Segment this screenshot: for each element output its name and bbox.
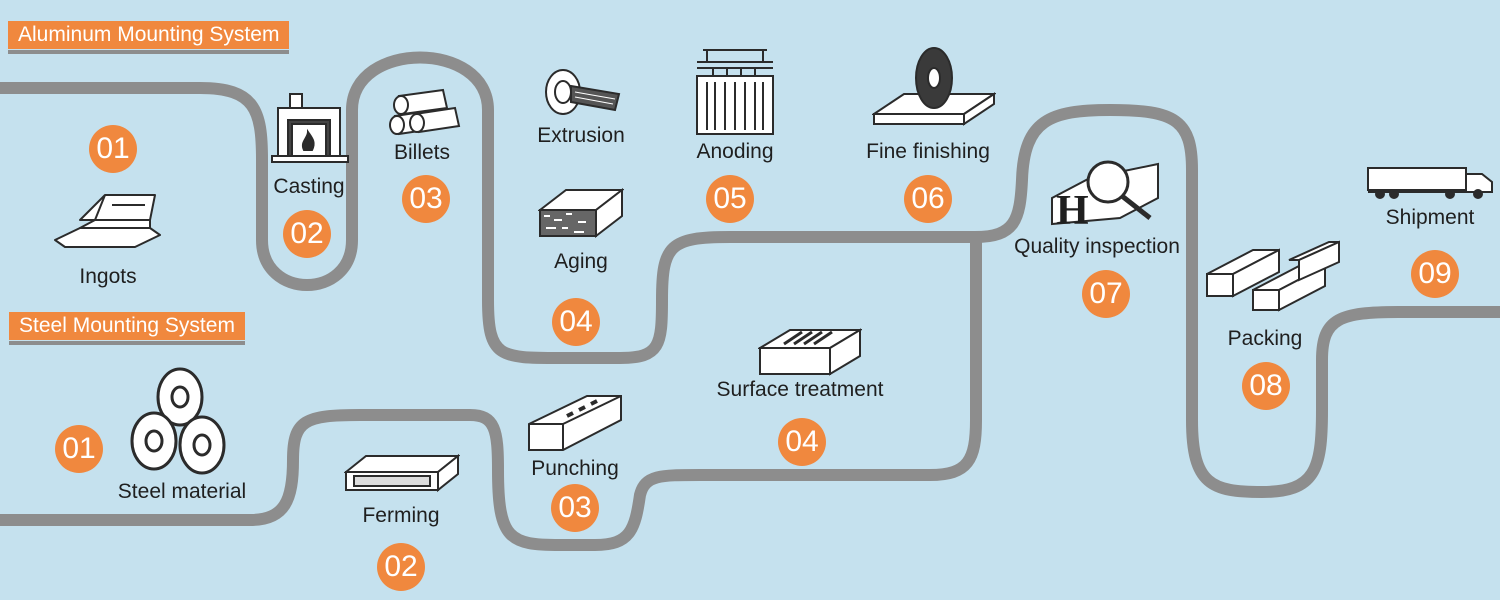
step-badge-aluminum-02: 02 bbox=[283, 210, 331, 258]
step-label-punching: Punching bbox=[531, 457, 619, 480]
treatment-tray-icon bbox=[758, 326, 862, 378]
aluminum-system-tag: Aluminum Mounting System bbox=[8, 21, 290, 54]
magnifier-inspection-icon: H bbox=[1050, 158, 1162, 230]
step-label-steel-material: Steel material bbox=[117, 480, 247, 503]
furnace-icon bbox=[270, 92, 350, 164]
billets-icon bbox=[385, 88, 465, 136]
step-badge-09: 09 bbox=[1411, 250, 1459, 298]
step-badge-07: 07 bbox=[1082, 270, 1130, 318]
step-badge-aluminum-04: 04 bbox=[552, 298, 600, 346]
step-badge-aluminum-01: 01 bbox=[89, 125, 137, 173]
truck-icon bbox=[1366, 166, 1496, 200]
step-label-ferming: Ferming bbox=[362, 504, 440, 527]
aluminum-flow-path bbox=[0, 51, 1500, 498]
step-label-shipment: Shipment bbox=[1385, 206, 1475, 229]
step-badge-08: 08 bbox=[1242, 362, 1290, 410]
step-badge-steel-02: 02 bbox=[377, 543, 425, 591]
steel-coils-icon bbox=[130, 365, 230, 477]
step-label-fine-finishing: Fine finishing bbox=[866, 140, 990, 163]
step-label-casting: Casting bbox=[273, 175, 345, 198]
step-badge-aluminum-03: 03 bbox=[402, 175, 450, 223]
aging-profile-icon bbox=[538, 188, 624, 240]
channel-forming-icon bbox=[344, 450, 460, 494]
steel-system-tag: Steel Mounting System bbox=[9, 312, 245, 345]
cutting-saw-icon bbox=[872, 46, 996, 130]
boxes-icon bbox=[1205, 240, 1341, 312]
anodizing-tank-icon bbox=[693, 48, 777, 136]
step-label-billets: Billets bbox=[393, 141, 451, 164]
step-badge-aluminum-06: 06 bbox=[904, 175, 952, 223]
step-label-ingots: Ingots bbox=[79, 265, 137, 288]
step-badge-aluminum-05: 05 bbox=[706, 175, 754, 223]
step-label-aging: Aging bbox=[554, 250, 608, 273]
step-badge-steel-03: 03 bbox=[551, 484, 599, 532]
punched-channel-icon bbox=[527, 394, 623, 452]
step-label-extrusion: Extrusion bbox=[537, 124, 625, 147]
step-badge-steel-04: 04 bbox=[778, 418, 826, 466]
ingots-icon bbox=[50, 190, 165, 255]
step-label-anoding: Anoding bbox=[696, 140, 774, 163]
step-label-surface-treatment: Surface treatment bbox=[716, 378, 884, 401]
extrusion-press-icon bbox=[543, 66, 623, 118]
svg-text:H: H bbox=[1056, 188, 1089, 230]
step-label-packing: Packing bbox=[1227, 327, 1303, 350]
steel-flow-path bbox=[0, 231, 982, 551]
step-label-quality-inspection: Quality inspection bbox=[1014, 235, 1180, 258]
step-badge-steel-01: 01 bbox=[55, 425, 103, 473]
